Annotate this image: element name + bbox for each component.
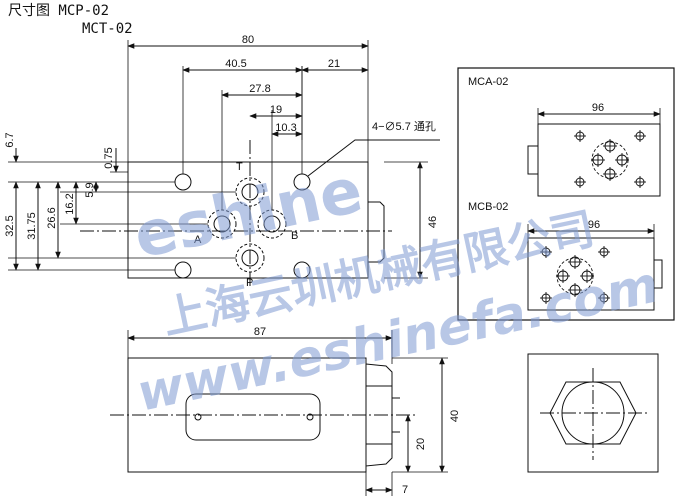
dim-27-8: 27.8 [249,83,270,95]
mcb-hole-pattern [540,246,610,304]
drawing-title: 尺寸图 MCP-02 MCT-02 [8,2,133,38]
port-p-outer [235,243,265,273]
dim-7: 7 [402,484,408,496]
port-t-outer [235,177,265,207]
title-line-1: 尺寸图 MCP-02 [8,3,110,19]
valve-body-end [527,353,659,473]
port-a-label: A [194,234,202,246]
dim-0-75: 0.75 [103,147,115,168]
port-b-label: B [291,230,298,242]
inset-frame [457,67,675,321]
port-t [241,183,259,201]
port-t-label: T [236,161,243,173]
dim-20: 20 [415,438,427,450]
hole-leader [307,139,440,177]
port-p [241,249,259,267]
mcb-label: MCB-02 [468,201,508,213]
title-line-2: MCT-02 [82,21,133,37]
top-view-text: 80 40.5 21 27.8 19 10.3 4−∅5.7 通孔 6.7 0.… [4,34,439,289]
spool-slot [185,393,321,441]
hole-note: 4−∅5.7 通孔 [372,120,436,133]
dim-40: 40 [449,410,461,422]
dim-10-3: 10.3 [275,122,296,134]
end-view [527,353,659,473]
dim-16-2: 16.2 [64,193,76,214]
mount-hole-br [293,261,311,279]
watermark-brand: eshine [128,153,369,272]
mca-label: MCA-02 [468,76,508,88]
port-a [213,215,231,233]
dim-21: 21 [328,58,340,70]
port-b [263,215,281,233]
top-view [8,40,440,288]
dim-6-7: 6.7 [4,132,16,147]
dim-80: 80 [242,34,254,46]
hex-nut-side [365,363,393,467]
dim-87: 87 [254,326,266,338]
inset-panel [457,67,675,321]
dim-46: 46 [427,216,439,228]
dim-19: 19 [270,104,282,116]
dim-32-5: 32.5 [4,215,16,236]
port-p-label: P [246,277,253,289]
mca-dim: 96 [592,102,604,114]
dim-40-5: 40.5 [225,58,246,70]
mcb-dim: 96 [588,219,600,231]
dim-31-75: 31.75 [26,212,38,240]
body-plug-top [368,201,385,263]
inset-text: MCA-02 96 MCB-02 96 [468,76,604,231]
mca-hole-pattern [574,130,646,188]
side-view-text: 87 40 20 7 [254,326,461,496]
dim-5-9: 5.9 [84,182,96,197]
side-view [110,330,448,496]
valve-body-top [127,161,369,279]
dim-26-6: 26.6 [46,207,58,228]
